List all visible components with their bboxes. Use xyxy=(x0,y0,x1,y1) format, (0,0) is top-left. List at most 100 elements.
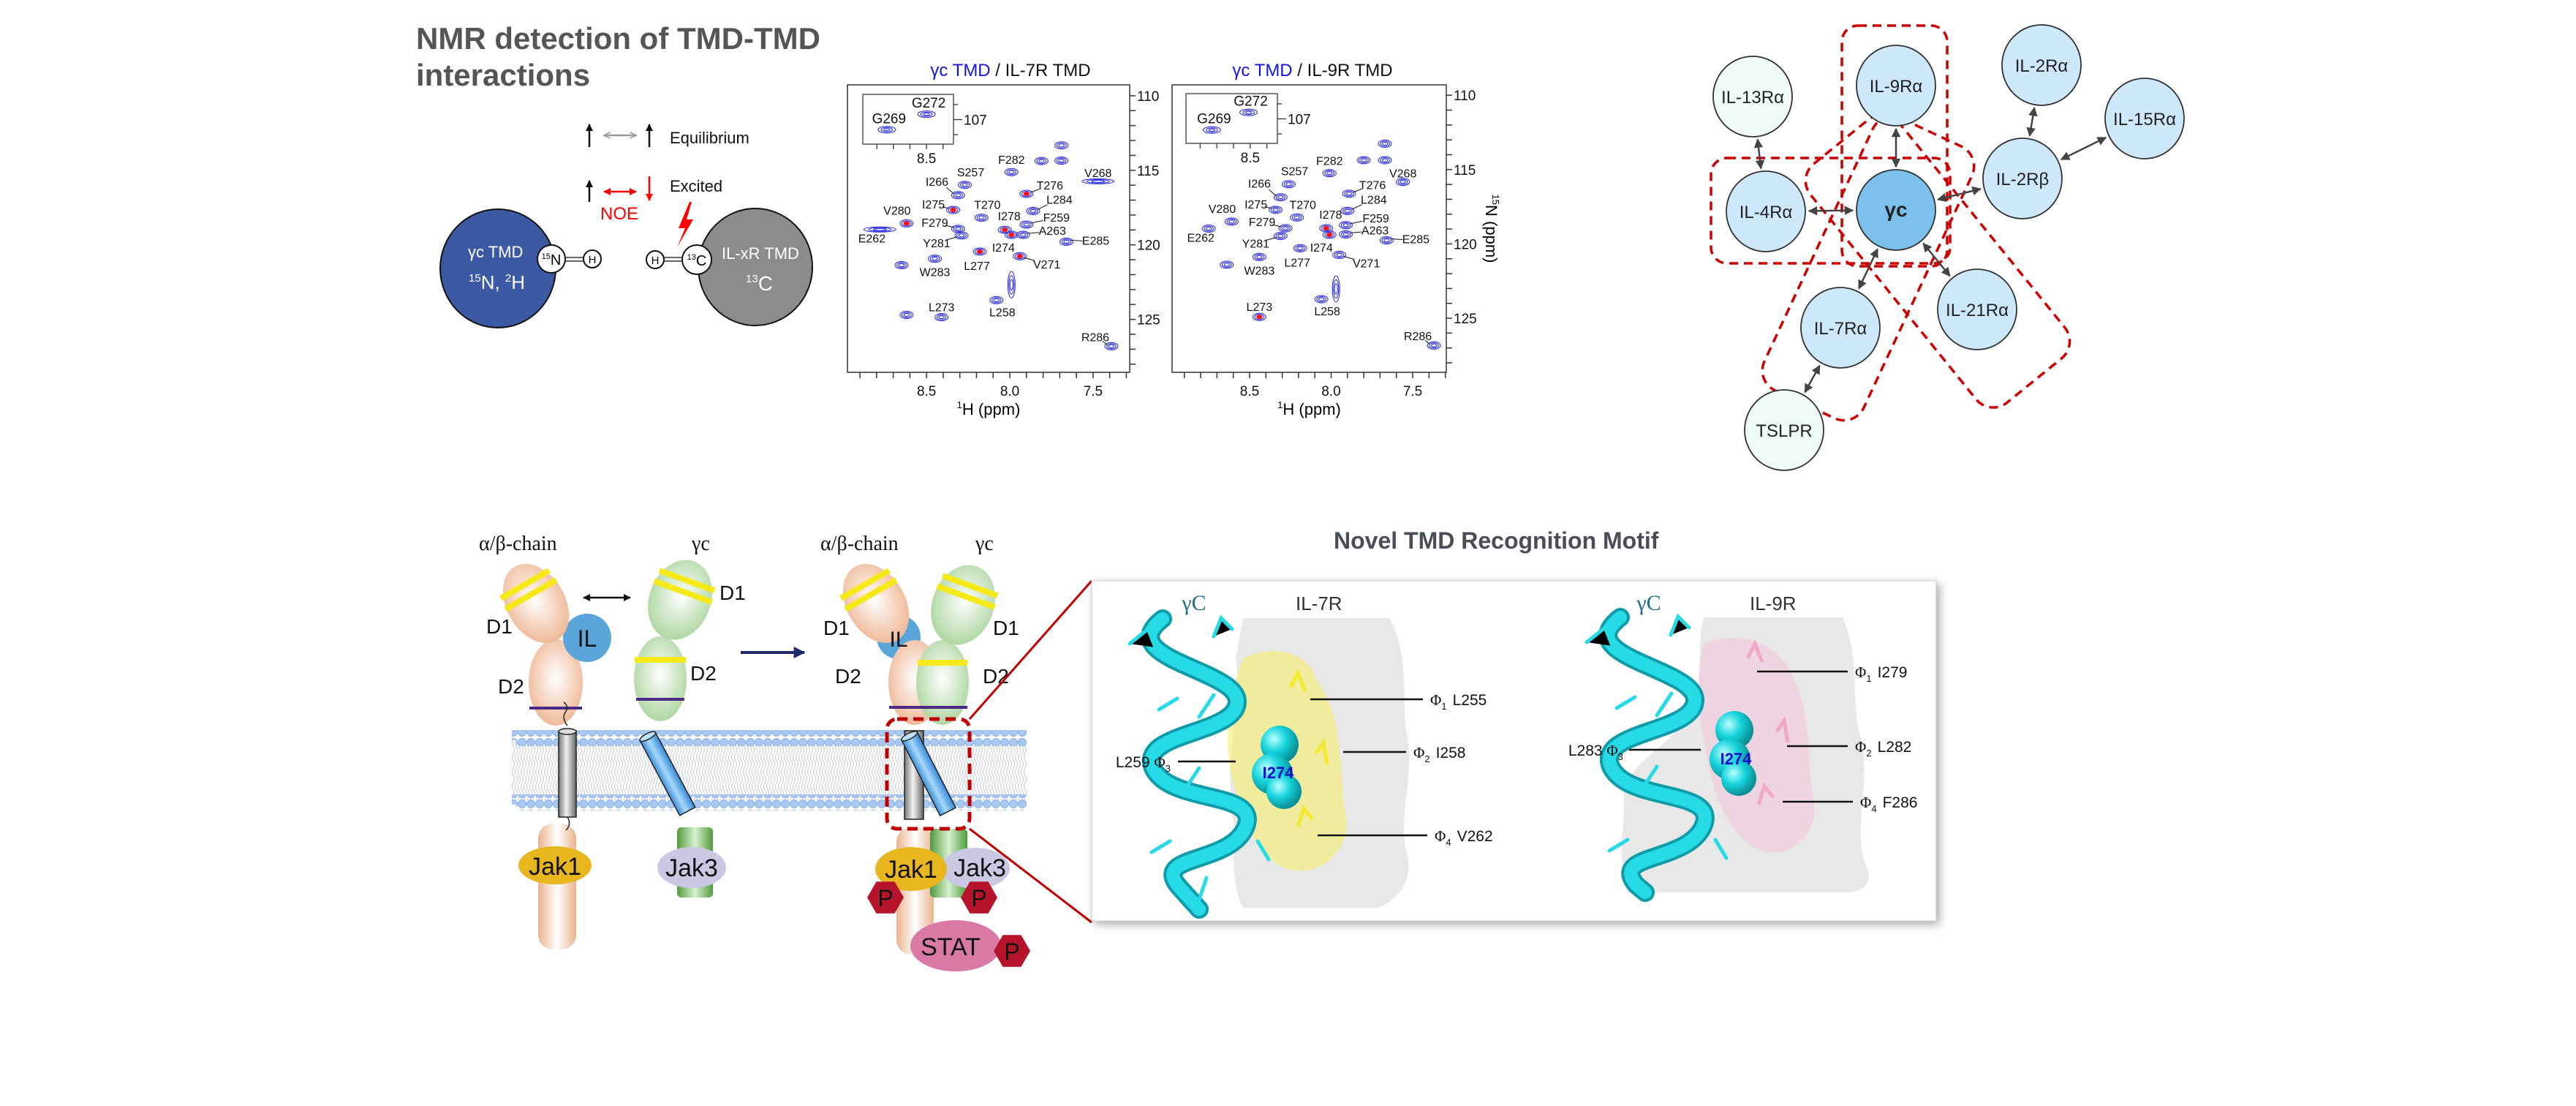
y-tick-label: 125 xyxy=(1454,312,1477,327)
gamma-c-label-2: γc xyxy=(975,533,994,555)
peak-L277: L277 xyxy=(1284,244,1310,269)
highlight-il21r-gc xyxy=(1804,113,2071,409)
spectrum-title-gc: γc TMD xyxy=(930,61,990,80)
peak-contour xyxy=(975,248,985,255)
peak-label: V280 xyxy=(883,205,910,217)
peak-contour xyxy=(1038,159,1045,163)
peak-label: L284 xyxy=(1046,194,1073,206)
noe-peak-marker xyxy=(1008,233,1015,238)
peak-label: A263 xyxy=(1361,225,1389,237)
jak1-label-2: Jak1 xyxy=(885,856,937,884)
peak-unassigned xyxy=(1356,156,1371,165)
peak-label: S257 xyxy=(957,167,984,179)
peak-I278: I278 xyxy=(998,211,1021,234)
phi-residue-sticks xyxy=(1288,668,1329,827)
noe-peak-marker xyxy=(1023,192,1030,197)
peak-contour xyxy=(1324,170,1335,176)
y-tick-label: 120 xyxy=(1454,237,1477,252)
phi3-residue: L283 xyxy=(1568,742,1607,759)
interaction-arrow-il2a-il2b xyxy=(2026,106,2038,138)
inset-y-tick-label: 107 xyxy=(964,113,987,129)
node-circle xyxy=(2104,78,2185,159)
peak-contour xyxy=(1339,230,1353,238)
spectrum-title: γc TMD / IL-9R TMD xyxy=(1232,61,1392,80)
peak-V280: V280 xyxy=(1209,203,1239,226)
gamma-c-unbound: Jak3 xyxy=(634,560,726,898)
peak-contour xyxy=(880,127,894,132)
peak-contour xyxy=(1342,223,1349,227)
node-gc: γc xyxy=(1856,169,1936,251)
peak-contour xyxy=(896,262,907,268)
d2-label-4: D2 xyxy=(983,665,1009,688)
peak-leader-line xyxy=(1353,188,1362,193)
node-circle xyxy=(1800,287,1881,369)
phi-residue-sticks-2 xyxy=(1745,639,1790,805)
peak-unassigned xyxy=(1220,260,1234,269)
peak-leader-line xyxy=(1269,189,1277,197)
peak-V280: V280 xyxy=(883,205,914,227)
peak-contour xyxy=(1273,193,1288,202)
peak-label: E262 xyxy=(1187,233,1215,245)
phosphate-label: P xyxy=(971,885,986,911)
noe-peak-marker xyxy=(977,249,983,254)
peak-contour xyxy=(1334,252,1345,258)
peak-contour xyxy=(1273,232,1288,241)
peak-contour xyxy=(868,227,892,232)
node-circle xyxy=(1726,170,1806,252)
node-label: IL-9Rα xyxy=(1870,77,1923,97)
peak-contour xyxy=(1275,233,1286,239)
peak-A263: A263 xyxy=(1016,225,1066,239)
node-label: TSLPR xyxy=(1756,421,1812,441)
peak-contour xyxy=(1380,140,1390,147)
node-label: IL-13Rα xyxy=(1721,88,1784,108)
peak-contour xyxy=(928,255,943,263)
inset-x-tick-label: 8.5 xyxy=(917,151,936,167)
peak-label: I266 xyxy=(1248,178,1271,191)
peak-leader-line xyxy=(942,206,949,209)
peak-label: I274 xyxy=(992,242,1015,255)
noe-label: NOE xyxy=(600,204,638,224)
gamma-c-helix-ribbon xyxy=(1144,612,1254,916)
x-tick-label: 8.0 xyxy=(1000,384,1019,399)
peak-contour xyxy=(1383,238,1390,243)
peak-contour xyxy=(1058,158,1065,163)
peak-contour xyxy=(1000,227,1011,233)
peak-contour xyxy=(1334,283,1338,295)
node-circle xyxy=(1712,56,1793,138)
peak-contour xyxy=(1280,225,1291,232)
il9r-contact-surface xyxy=(1698,638,1815,853)
peak-label: L258 xyxy=(989,306,1016,319)
node-label: IL-2Rβ xyxy=(1996,170,2050,189)
peak-contour xyxy=(1345,192,1353,196)
peak-contour xyxy=(1206,127,1218,133)
phi-symbol: Φ xyxy=(1855,663,1866,681)
peak-contour xyxy=(1296,246,1304,250)
peak-contour xyxy=(1228,219,1235,224)
peak-S257: S257 xyxy=(1281,166,1308,189)
peak-A263: A263 xyxy=(1339,225,1389,238)
peak-label: T270 xyxy=(974,200,1001,212)
excited-label: Excited xyxy=(670,177,722,195)
noe-peak-marker xyxy=(1326,232,1333,237)
peak-contour xyxy=(917,110,936,118)
noe-peak-marker xyxy=(903,221,910,226)
interaction-arrow-gc-il7 xyxy=(1858,248,1878,290)
peak-I274: I274 xyxy=(1310,230,1337,255)
peak-E285: E285 xyxy=(1379,234,1429,247)
peak-contour xyxy=(1016,230,1030,239)
peak-label: I278 xyxy=(1319,209,1342,222)
peak-contour xyxy=(1340,222,1351,228)
peak-contour xyxy=(1340,206,1355,215)
y-tick-label: 125 xyxy=(1137,313,1160,328)
peak-label: I266 xyxy=(926,176,948,189)
peak-contour xyxy=(1318,297,1325,301)
peak-contour xyxy=(1019,220,1034,229)
phi-symbol: Φ xyxy=(1860,794,1871,811)
peak-F259: F259 xyxy=(1019,212,1070,229)
peak-leader-line xyxy=(1030,188,1040,193)
peak-contour xyxy=(1397,178,1408,185)
y-axis-label-text: N (ppm) xyxy=(1482,205,1500,263)
peak-contour xyxy=(1021,221,1032,228)
